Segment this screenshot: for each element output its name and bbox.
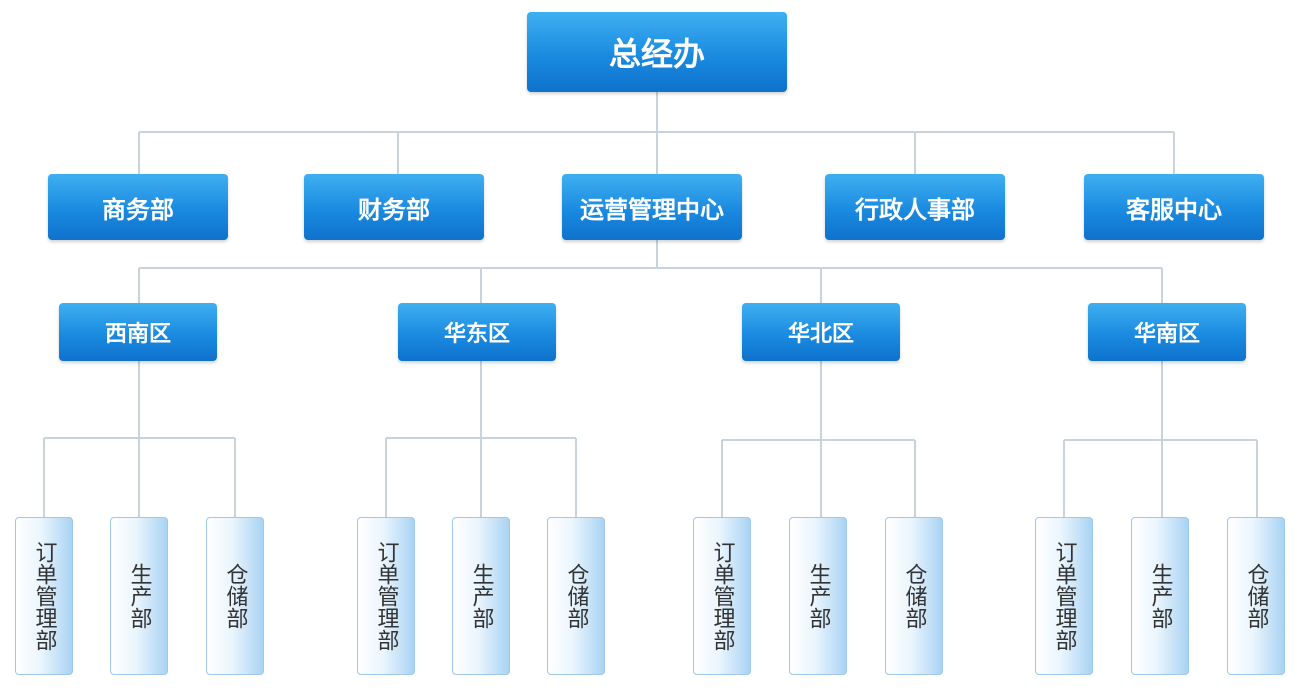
node-unit-order-management: 订单管理部 xyxy=(693,517,751,675)
node-root-label: 总经办 xyxy=(608,35,705,73)
node-region-label: 华北区 xyxy=(787,322,854,347)
node-unit-order-management: 订单管理部 xyxy=(357,517,415,675)
node-region-southwest: 西南区 xyxy=(59,303,217,361)
node-unit-production: 生产部 xyxy=(1131,517,1189,675)
node-dept-operations: 运营管理中心 xyxy=(562,174,742,240)
node-dept-finance: 财务部 xyxy=(304,174,484,240)
node-unit-production: 生产部 xyxy=(789,517,847,675)
node-region-north: 华北区 xyxy=(742,303,900,361)
node-region-label: 华东区 xyxy=(443,322,510,347)
node-unit-warehouse: 仓储部 xyxy=(547,517,605,675)
node-region-label: 华南区 xyxy=(1133,322,1200,347)
node-unit-order-management: 订单管理部 xyxy=(1035,517,1093,675)
node-dept-label: 财务部 xyxy=(358,195,430,224)
node-dept-business: 商务部 xyxy=(48,174,228,240)
node-unit-warehouse: 仓储部 xyxy=(206,517,264,675)
node-region-east: 华东区 xyxy=(398,303,556,361)
node-unit-warehouse: 仓储部 xyxy=(885,517,943,675)
node-dept-label: 商务部 xyxy=(102,195,174,224)
node-unit-production: 生产部 xyxy=(452,517,510,675)
node-dept-hr: 行政人事部 xyxy=(825,174,1005,240)
node-root: 总经办 xyxy=(527,12,787,92)
node-dept-label: 行政人事部 xyxy=(855,195,975,224)
node-unit-production: 生产部 xyxy=(110,517,168,675)
node-dept-label: 客服中心 xyxy=(1126,195,1222,224)
node-dept-label: 运营管理中心 xyxy=(580,195,724,224)
node-dept-customer-service: 客服中心 xyxy=(1084,174,1264,240)
node-region-label: 西南区 xyxy=(104,322,171,347)
node-unit-order-management: 订单管理部 xyxy=(15,517,73,675)
node-region-south: 华南区 xyxy=(1088,303,1246,361)
node-unit-warehouse: 仓储部 xyxy=(1227,517,1285,675)
